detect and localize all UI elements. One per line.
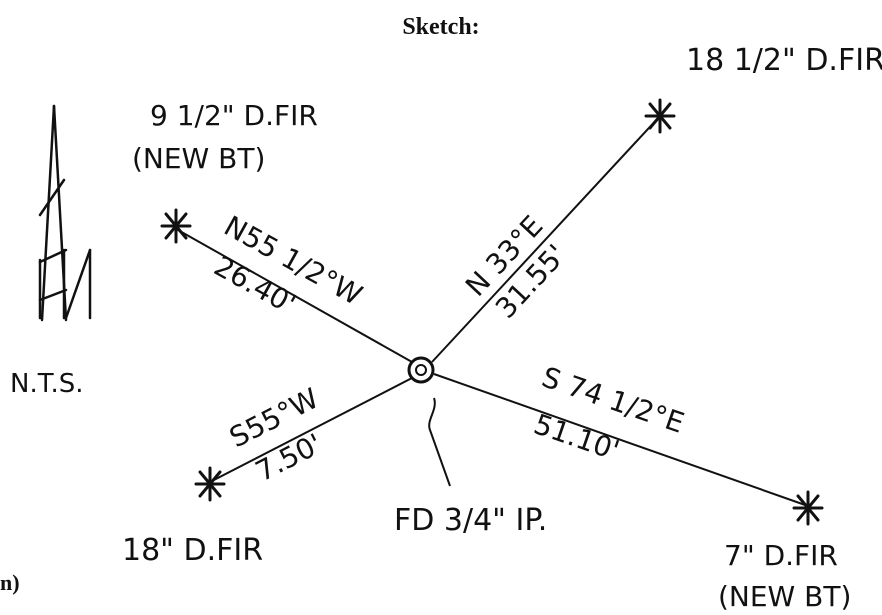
ray-nw	[177, 229, 413, 363]
tree-star-se-icon	[792, 490, 824, 526]
tree-label-se-line1: 7" D.FIR	[724, 539, 838, 572]
margin-text: n)	[0, 570, 20, 595]
scale-note: N.T.S.	[10, 369, 84, 399]
center-monument-icon	[407, 356, 451, 487]
north-arrow-icon	[38, 104, 92, 322]
ray-se	[433, 373, 809, 507]
sketch-title: Sketch:	[402, 14, 480, 40]
tree-star-sw-icon	[194, 466, 226, 502]
center-point-label: FD 3/4" IP.	[394, 503, 547, 538]
tree-star-ne-icon	[644, 98, 676, 134]
tree-label-sw: 18" D.FIR	[122, 533, 263, 568]
ray-ne	[431, 115, 661, 363]
tree-label-ne: 18 1/2" D.FIR	[686, 43, 882, 78]
tree-label-nw-line2: (NEW BT)	[132, 142, 265, 175]
ray-sw	[209, 377, 413, 483]
distance-se: 51.10'	[530, 407, 624, 467]
tree-label-se-line2: (NEW BT)	[718, 580, 851, 613]
tree-star-nw-icon	[160, 208, 192, 244]
tree-label-nw-line1: 9 1/2" D.FIR	[150, 99, 318, 132]
